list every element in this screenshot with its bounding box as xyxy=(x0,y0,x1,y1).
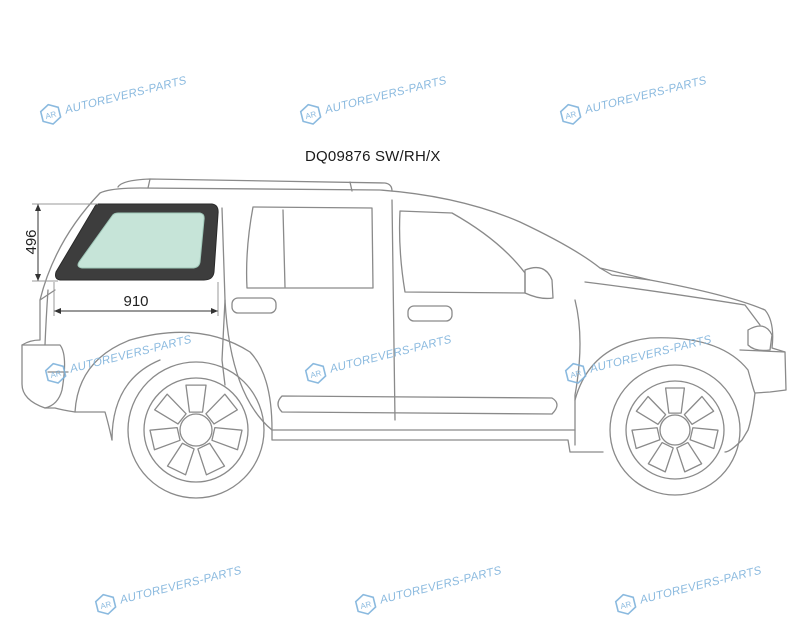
ar-logo-icon: AR xyxy=(299,103,322,125)
rear-door-window xyxy=(245,206,374,289)
svg-text:AR: AR xyxy=(359,600,372,611)
svg-text:AR: AR xyxy=(99,600,112,611)
ar-logo-icon: AR xyxy=(559,103,582,125)
wheel-spoke xyxy=(153,393,187,425)
ar-logo-icon: AR xyxy=(39,103,62,125)
svg-text:AR: AR xyxy=(49,369,62,380)
side-moulding xyxy=(277,395,558,415)
side-mirror xyxy=(524,266,554,300)
rear-wheel-arch xyxy=(74,331,273,431)
svg-text:AR: AR xyxy=(304,110,317,121)
rear-door-handle xyxy=(231,297,277,314)
ar-logo-icon: AR xyxy=(94,593,117,615)
svg-text:AR: AR xyxy=(569,369,582,380)
ar-logo-icon: AR xyxy=(304,362,327,384)
roof-rack xyxy=(117,178,393,192)
width-label: 910 xyxy=(123,293,148,310)
ar-logo-icon: AR xyxy=(354,593,377,615)
wheel-spoke xyxy=(205,393,239,425)
svg-text:AR: AR xyxy=(564,110,577,121)
diagram-canvas: 496 910 DQ09876 SW/RH/X AR AUTOREVERS-PA… xyxy=(21,70,787,615)
wheel-spoke xyxy=(683,395,715,425)
car-body-outline xyxy=(21,187,787,453)
ar-logo-icon: AR xyxy=(44,362,67,384)
watermark: AR AUTOREVERS-PARTS xyxy=(562,329,714,387)
svg-text:AR: AR xyxy=(309,369,322,380)
watermark: AR AUTOREVERS-PARTS xyxy=(557,70,709,128)
ar-logo-icon: AR xyxy=(564,362,587,384)
width-dimension xyxy=(53,282,219,316)
wheel-spoke xyxy=(166,442,195,476)
rear-quarter-glass xyxy=(55,203,219,281)
wheel-spoke xyxy=(635,395,667,425)
height-dimension xyxy=(32,203,98,282)
svg-text:AR: AR xyxy=(44,110,57,121)
watermark: AR AUTOREVERS-PARTS xyxy=(42,329,194,387)
wheel-spoke xyxy=(211,426,243,451)
height-label: 496 xyxy=(23,229,40,254)
rear-wheel xyxy=(127,361,265,499)
ar-logo-icon: AR xyxy=(614,593,637,615)
wheel-spoke xyxy=(689,427,719,450)
wheel-spoke xyxy=(631,427,661,450)
part-code-title: DQ09876 SW/RH/X xyxy=(305,148,441,165)
wheel-spoke xyxy=(647,441,674,473)
wheel-spoke xyxy=(197,442,226,476)
watermark: AR AUTOREVERS-PARTS xyxy=(297,70,449,128)
front-door-handle xyxy=(407,305,453,322)
rear-bumper xyxy=(21,344,66,409)
watermark: AR AUTOREVERS-PARTS xyxy=(37,70,189,128)
front-wheel xyxy=(609,364,741,496)
watermark: AR AUTOREVERS-PARTS xyxy=(302,329,454,387)
vehicle-diagram: 496 910 xyxy=(21,178,787,499)
wheel-spoke xyxy=(664,387,686,414)
wheel-spoke xyxy=(149,426,181,451)
wheel-spoke xyxy=(185,384,207,413)
front-door-window xyxy=(398,210,526,294)
wheel-spoke xyxy=(676,441,703,473)
svg-text:AR: AR xyxy=(619,600,632,611)
front-wheel-arch xyxy=(574,337,756,401)
